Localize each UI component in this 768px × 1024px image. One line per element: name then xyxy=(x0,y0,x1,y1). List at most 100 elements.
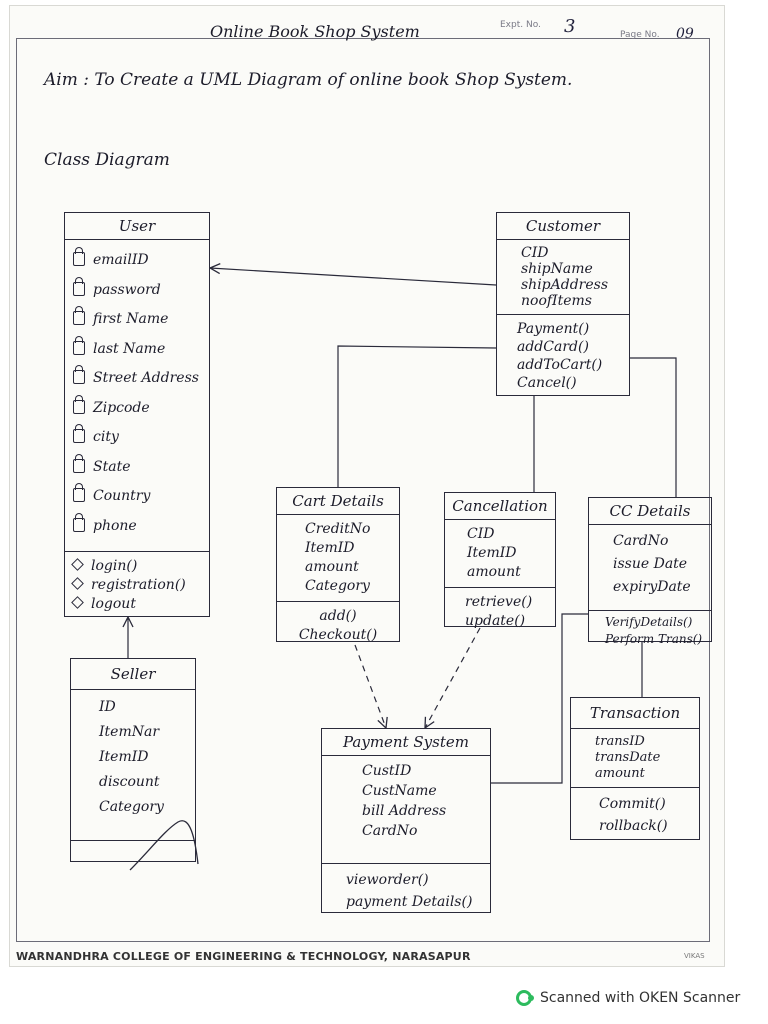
lock-icon xyxy=(73,453,85,473)
method: Payment() xyxy=(517,321,590,337)
cart-payment-link xyxy=(354,644,386,728)
page-title: Online Book Shop System xyxy=(210,22,420,41)
attribute: State xyxy=(73,453,201,483)
lock-icon xyxy=(73,394,85,414)
attribute: ID xyxy=(99,699,116,715)
attribute: CID xyxy=(521,245,549,261)
method: Commit() xyxy=(599,796,666,812)
class-cart-details: Cart Details CreditNo ItemID amount Cate… xyxy=(276,487,400,643)
attribute: issue Date xyxy=(613,556,688,572)
attribute: transID xyxy=(595,734,645,749)
class-name: Transaction xyxy=(571,698,699,729)
method: update() xyxy=(465,613,526,629)
attribute: ItemID xyxy=(305,540,355,556)
class-transaction: Transaction transID transDate amount Com… xyxy=(570,697,700,840)
method: addToCart() xyxy=(517,357,603,373)
methods-section: retrieve() update() xyxy=(445,588,555,636)
method: Perform Trans() xyxy=(605,632,703,646)
ccdetails-payment-link xyxy=(490,613,588,784)
method: login() xyxy=(71,557,201,576)
lock-icon xyxy=(73,276,85,296)
attributes-section: CardNo issue Date expiryDate xyxy=(589,525,711,611)
attribute: CustName xyxy=(362,783,437,799)
methods-section: Commit() rollback() xyxy=(571,788,699,842)
class-cc-details: CC Details CardNo issue Date expiryDate … xyxy=(588,497,712,646)
attribute: password xyxy=(73,276,201,306)
expt-number: 3 xyxy=(564,16,576,37)
class-name: Customer xyxy=(497,213,629,240)
attribute: Category xyxy=(99,799,164,815)
lock-icon xyxy=(73,335,85,355)
class-cancellation: Cancellation CID ItemID amount retrieve(… xyxy=(444,492,556,629)
method: VerifyDetails() xyxy=(605,615,693,629)
attribute: Category xyxy=(305,578,370,594)
attributes-section: CreditNo ItemID amount Category xyxy=(277,515,399,602)
attribute: shipName xyxy=(521,261,593,277)
methods-section: Payment() addCard() addToCart() Cancel() xyxy=(497,315,629,397)
method: addCard() xyxy=(517,339,589,355)
attributes-section: ID ItemNar ItemID discount Category xyxy=(71,690,195,841)
customer-ccdetails-link xyxy=(630,357,677,497)
attribute: ItemID xyxy=(99,749,149,765)
class-name: Seller xyxy=(71,659,195,690)
attribute: emailID xyxy=(73,246,201,276)
attribute: expiryDate xyxy=(613,579,691,595)
scanner-logo-icon xyxy=(516,990,534,1006)
lock-icon xyxy=(73,247,85,266)
footer-signature: VIKAS xyxy=(684,952,705,960)
attribute: bill Address xyxy=(362,803,447,819)
diamond-icon xyxy=(71,596,84,609)
diamond-icon xyxy=(71,558,84,571)
attribute: CreditNo xyxy=(305,521,371,537)
scanner-watermark: Scanned with OKEN Scanner xyxy=(516,990,740,1006)
attributes-section: CustID CustName bill Address CardNo xyxy=(322,756,490,864)
attribute: Country xyxy=(73,482,201,512)
aim-text: Aim : To Create a UML Diagram of online … xyxy=(44,70,573,90)
attribute: transDate xyxy=(595,750,661,765)
notebook-page xyxy=(10,6,724,966)
method: Cancel() xyxy=(517,375,577,391)
class-user: User emailID password first Name last Na… xyxy=(64,212,210,617)
method: add() xyxy=(319,608,357,624)
scanner-text: Scanned with OKEN Scanner xyxy=(540,990,741,1006)
attribute: discount xyxy=(99,774,160,790)
methods-section xyxy=(71,841,195,851)
cancellation-payment-link xyxy=(425,627,481,728)
attributes-section: emailID password first Name last Name St… xyxy=(65,240,209,552)
lock-icon xyxy=(73,365,85,384)
method: payment Details() xyxy=(346,894,473,910)
class-name: Cart Details xyxy=(277,488,399,515)
method: Checkout() xyxy=(298,627,378,643)
class-name: CC Details xyxy=(589,498,711,525)
attributes-section: CID shipName shipAddress noofItems xyxy=(497,240,629,315)
attribute: amount xyxy=(467,564,521,580)
class-customer: Customer CID shipName shipAddress noofIt… xyxy=(496,212,630,396)
seller-scribble xyxy=(129,820,199,871)
lock-icon xyxy=(73,306,85,325)
class-name: User xyxy=(65,213,209,240)
diamond-icon xyxy=(71,577,84,590)
method: vieworder() xyxy=(346,872,429,888)
method: retrieve() xyxy=(465,594,533,610)
attribute: Street Address xyxy=(73,364,201,394)
attribute: noofItems xyxy=(521,293,592,309)
methods-section: add() Checkout() xyxy=(277,602,399,650)
attribute: ItemID xyxy=(467,545,517,561)
page-label: Page No. xyxy=(620,30,660,40)
methods-section: VerifyDetails() Perform Trans() xyxy=(589,611,711,651)
class-name: Cancellation xyxy=(445,493,555,520)
class-name: Payment System xyxy=(322,729,490,756)
page-frame xyxy=(16,38,710,942)
lock-icon xyxy=(73,512,85,532)
method: logout xyxy=(71,595,201,614)
attribute: first Name xyxy=(73,305,201,335)
college-footer: WARNANDHRA COLLEGE OF ENGINEERING & TECH… xyxy=(16,950,471,963)
page-number: 09 xyxy=(676,26,694,42)
method: registration() xyxy=(71,576,201,595)
attribute: CID xyxy=(467,526,495,542)
expt-label: Expt. No. xyxy=(500,20,541,30)
lock-icon xyxy=(73,483,85,502)
attribute: last Name xyxy=(73,335,201,365)
attribute: phone xyxy=(73,512,201,542)
